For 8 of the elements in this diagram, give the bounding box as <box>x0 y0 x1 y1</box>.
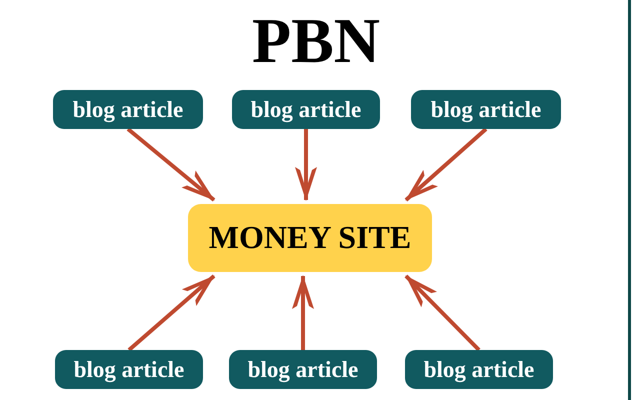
article-box: blog article <box>232 90 380 129</box>
article-box: blog article <box>229 350 377 389</box>
article-box: blog article <box>411 90 561 129</box>
money-site-box: MONEY SITE <box>188 204 432 272</box>
article-box: blog article <box>53 90 203 129</box>
diagram-title: PBN <box>252 8 380 74</box>
article-box: blog article <box>405 350 553 389</box>
article-box: blog article <box>55 350 203 389</box>
